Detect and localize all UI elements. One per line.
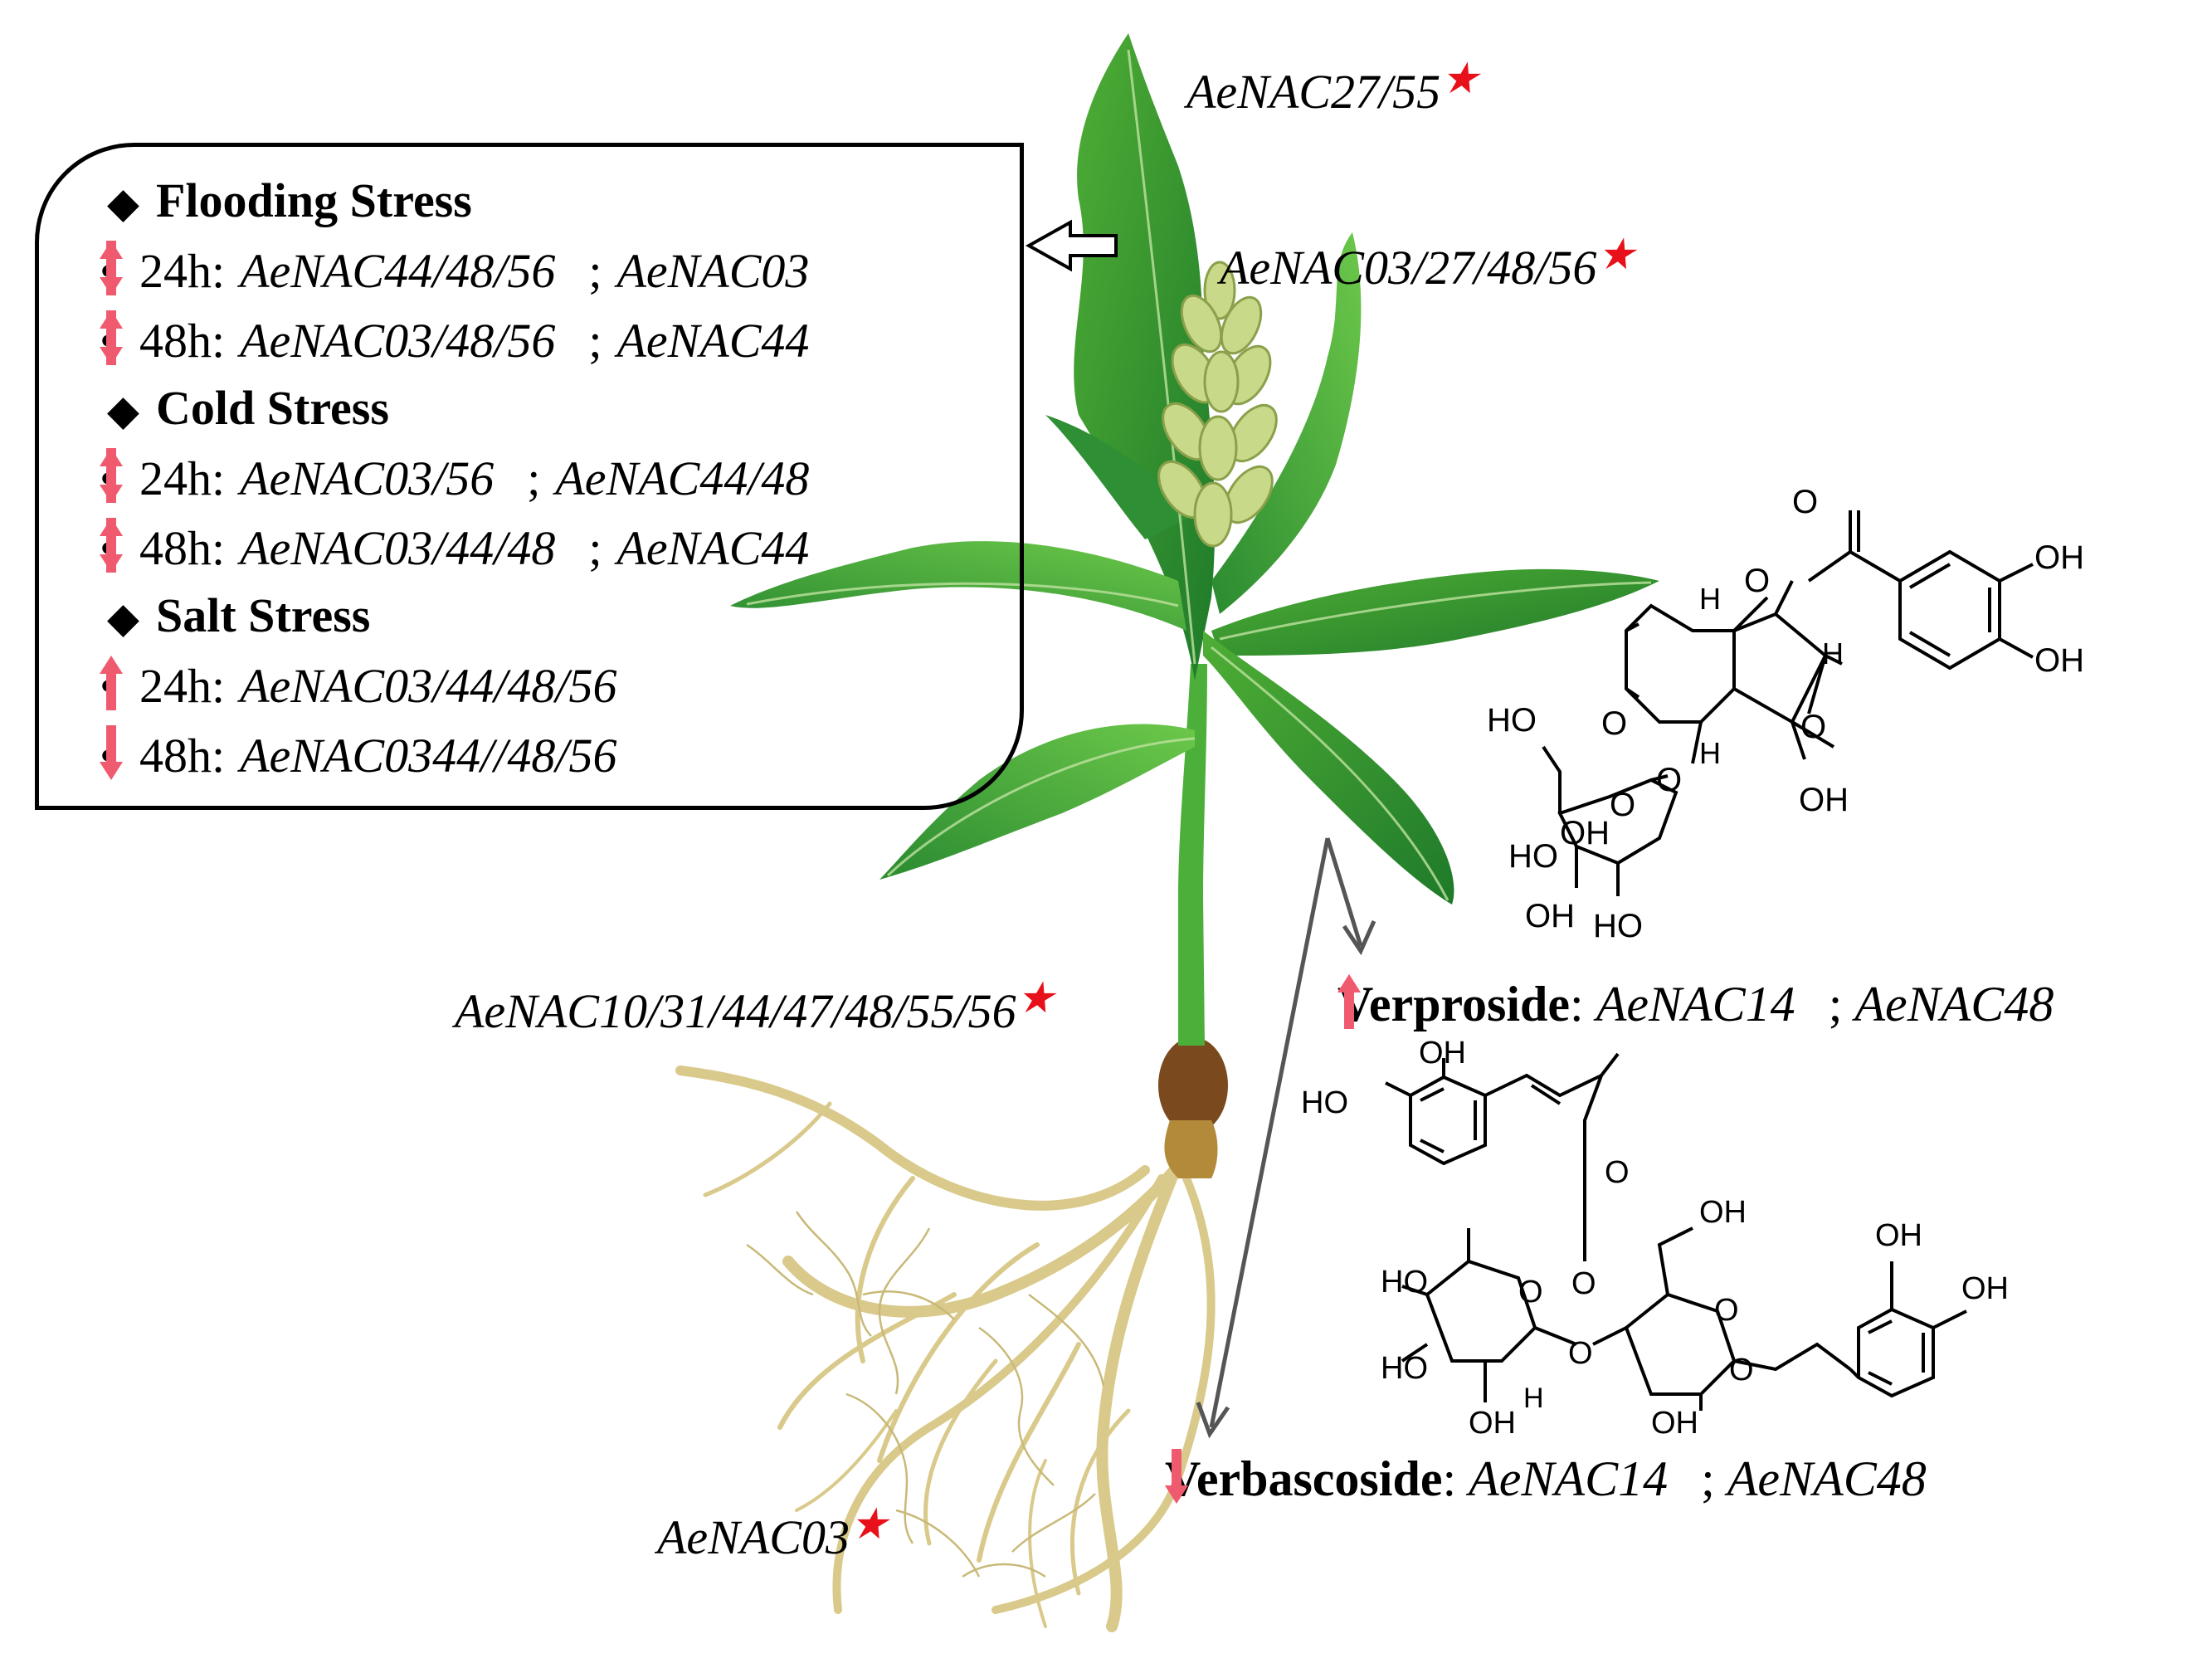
verproside-sugar-ho-left: HO bbox=[1508, 838, 1558, 875]
down-arrow-icon bbox=[100, 310, 837, 365]
hollow-arrow bbox=[1025, 219, 1118, 272]
tuber bbox=[1158, 1037, 1228, 1134]
star-icon: ★ bbox=[849, 1501, 889, 1548]
flower-spike bbox=[1157, 261, 1278, 548]
salt-heading: ◆Salt Stress bbox=[108, 588, 371, 642]
down-arrow-icon bbox=[1165, 1449, 1955, 1504]
verbascoside-ester-o: O bbox=[1571, 1266, 1596, 1301]
label-verbascoside: Verbascoside: AeNAC14; AeNAC48 bbox=[1165, 1449, 1960, 1504]
label-root: AeNAC03★ bbox=[657, 1501, 889, 1564]
up-arrow-icon bbox=[100, 310, 583, 365]
down-arrow-icon bbox=[100, 448, 522, 503]
verbascoside-glc-oh: OH bbox=[1651, 1406, 1698, 1441]
pointer-verproside bbox=[1325, 837, 1363, 947]
verproside-sugar-o: O bbox=[1610, 787, 1636, 823]
pointer-verbascoside-head bbox=[1196, 1402, 1230, 1439]
root-hairs bbox=[746, 1211, 1105, 1578]
verbascoside-right-oh: OH bbox=[1961, 1271, 2009, 1306]
verproside-ch2oh: OH bbox=[1799, 782, 1849, 818]
up-arrow-icon bbox=[100, 518, 583, 573]
cold-row-24h: •24h:AeNAC03/56;AeNAC44/48 bbox=[100, 448, 842, 506]
verproside-sugar-ho-bottom: HO bbox=[1593, 908, 1643, 944]
down-arrow-icon bbox=[100, 241, 583, 295]
verbascoside-glc-ring-o: O bbox=[1714, 1293, 1739, 1328]
up-arrow-icon bbox=[100, 448, 837, 503]
stress-info-box bbox=[35, 143, 1024, 810]
salt-row-24h: •24h:AeNAC03/44/48/56 bbox=[100, 656, 650, 714]
verbascoside-rham-ho-low: HO bbox=[1381, 1351, 1428, 1386]
verbascoside-rham-h: H bbox=[1523, 1383, 1544, 1414]
verproside-h-right: H bbox=[1822, 636, 1844, 671]
down-arrow-icon bbox=[100, 725, 656, 780]
down-arrow-icon bbox=[100, 518, 837, 573]
down-arrow-icon bbox=[1165, 1449, 1696, 1504]
verbascoside-rham-ho-top: HO bbox=[1381, 1265, 1428, 1300]
verproside-carbonyl-o: O bbox=[1792, 484, 1819, 520]
up-arrow-icon bbox=[100, 241, 837, 295]
verbascoside-rham-ring-o: O bbox=[1518, 1275, 1543, 1309]
verbascoside-carbonyl-o: O bbox=[1605, 1155, 1630, 1190]
verproside-h-left: H bbox=[1699, 582, 1721, 616]
salt-row-48h: •48h:AeNAC0344//48/56 bbox=[100, 725, 661, 783]
pointer-verbascoside bbox=[1209, 837, 1330, 1428]
verproside-oh-bottom: OH bbox=[2034, 642, 2084, 679]
verproside-epoxide-o: O bbox=[1800, 709, 1827, 745]
label-stem-base: AeNAC10/31/44/47/48/55/56★ bbox=[455, 975, 1055, 1038]
star-icon: ★ bbox=[1440, 56, 1479, 103]
label-leaf-top: AeNAC27/55★ bbox=[1186, 56, 1479, 119]
verbascoside-glyc-o: O bbox=[1729, 1353, 1754, 1387]
verbascoside-structure bbox=[1385, 1052, 1967, 1411]
up-arrow-icon bbox=[1337, 974, 1824, 1029]
flooding-heading: ◆Flooding Stress bbox=[108, 173, 472, 227]
verbascoside-link-o: O bbox=[1568, 1336, 1593, 1371]
verproside-glyc-o: O bbox=[1656, 762, 1683, 798]
verproside-sugar-oh-bottom: OH bbox=[1525, 898, 1575, 934]
verproside-h-lower: H bbox=[1699, 736, 1721, 770]
label-verproside: Verproside: AeNAC14; AeNAC48 bbox=[1337, 974, 2087, 1029]
cold-row-48h: •48h:AeNAC03/44/48;AeNAC44 bbox=[100, 518, 842, 576]
pointer-arrows bbox=[1196, 837, 1376, 1439]
diamond-icon: ◆ bbox=[108, 597, 139, 641]
verproside-ring-o: O bbox=[1601, 705, 1628, 742]
flooding-row-48h: •48h:AeNAC03/48/56;AeNAC44 bbox=[100, 310, 842, 368]
verproside-ester-o: O bbox=[1744, 563, 1771, 599]
pointer-verproside-head bbox=[1342, 919, 1376, 956]
up-arrow-icon bbox=[100, 656, 645, 710]
cold-heading: ◆Cold Stress bbox=[108, 381, 389, 435]
verbascoside-rham-oh: OH bbox=[1469, 1406, 1516, 1441]
flooding-row-24h: •24h:AeNAC44/48/56;AeNAC03 bbox=[100, 241, 842, 299]
verbascoside-right-oh-top: OH bbox=[1875, 1218, 1922, 1253]
verproside-structure bbox=[1542, 510, 2034, 896]
verproside-sugar-ho-top: HO bbox=[1487, 702, 1537, 739]
up-arrow-icon bbox=[1337, 974, 2082, 1029]
diamond-icon: ◆ bbox=[108, 182, 139, 226]
verbascoside-ch2oh: OH bbox=[1699, 1195, 1747, 1230]
star-icon: ★ bbox=[1016, 975, 1055, 1022]
verbascoside-ho-left: HO bbox=[1301, 1085, 1348, 1120]
diamond-icon: ◆ bbox=[108, 389, 139, 433]
label-flower: AeNAC03/27/48/56★ bbox=[1220, 232, 1635, 295]
star-icon: ★ bbox=[1596, 232, 1635, 279]
verproside-oh-top: OH bbox=[2034, 539, 2084, 576]
verbascoside-oh-top: OH bbox=[1419, 1036, 1466, 1070]
stem bbox=[1178, 664, 1207, 1046]
verproside-sugar-oh-mid: OH bbox=[1560, 815, 1610, 851]
leaf-veins bbox=[746, 49, 1652, 901]
